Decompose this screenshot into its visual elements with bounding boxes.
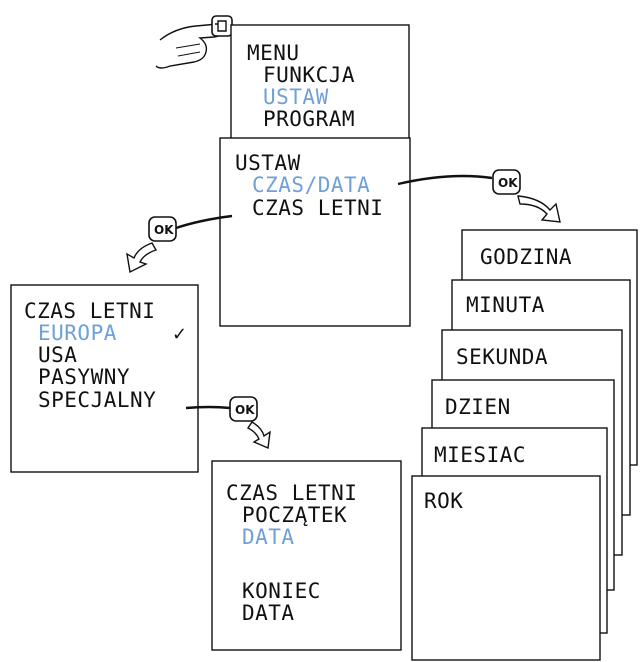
ok-button-left[interactable]: OK	[149, 217, 176, 241]
specjalny-title: CZAS LETNI	[226, 481, 357, 505]
option-europa[interactable]: EUROPA	[38, 321, 117, 345]
option-usa[interactable]: USA	[38, 343, 77, 367]
ustaw-item-czas-data[interactable]: CZAS/DATA	[252, 173, 370, 197]
svg-text:OK: OK	[498, 176, 518, 190]
menu-item-program[interactable]: PROGRAM	[263, 107, 355, 131]
start-label: POCZĄTEK	[242, 503, 347, 527]
svg-text:OK: OK	[154, 223, 174, 237]
arrow-down-right-icon	[518, 196, 560, 222]
svg-text:DZIEN: DZIEN	[445, 395, 511, 419]
ustaw-title: USTAW	[235, 151, 301, 175]
option-pasywny[interactable]: PASYWNY	[38, 365, 130, 389]
check-icon: ✓	[172, 324, 187, 345]
card-rok: ROK	[412, 476, 600, 660]
ok-button-bottom[interactable]: OK	[230, 397, 257, 421]
start-date-field[interactable]: DATA	[242, 525, 295, 549]
czas-letni-screen: CZAS LETNI EUROPA ✓ USA PASYWNY SPECJALN…	[11, 285, 198, 472]
ustaw-screen: USTAW CZAS/DATA CZAS LETNI	[220, 138, 410, 326]
ustaw-item-czas-letni[interactable]: CZAS LETNI	[252, 196, 383, 220]
ok-button-right[interactable]: OK	[493, 170, 520, 194]
menu-item-ustaw[interactable]: USTAW	[263, 85, 329, 109]
menu-title: MENU	[247, 41, 300, 65]
svg-text:OK: OK	[235, 403, 255, 417]
end-date-field[interactable]: DATA	[242, 601, 295, 625]
specjalny-screen: CZAS LETNI POCZĄTEK DATA KONIEC DATA	[212, 461, 401, 650]
svg-text:ROK: ROK	[424, 489, 463, 513]
connector-czas-data	[398, 176, 492, 184]
svg-text:GODZINA: GODZINA	[480, 245, 572, 269]
arrow-down-left-icon	[127, 243, 156, 272]
connector-specjalny	[186, 407, 230, 408]
option-specjalny[interactable]: SPECJALNY	[38, 388, 156, 412]
arrow-down-icon	[248, 422, 270, 448]
svg-text:MIESIAC: MIESIAC	[434, 443, 526, 467]
menu-item-funkcja[interactable]: FUNKCJA	[263, 63, 355, 87]
end-label: KONIEC	[242, 579, 321, 603]
svg-text:SEKUNDA: SEKUNDA	[456, 345, 548, 369]
svg-text:MINUTA: MINUTA	[466, 293, 545, 317]
hand-press-icon	[156, 16, 232, 68]
czas-letni-title: CZAS LETNI	[24, 299, 155, 323]
